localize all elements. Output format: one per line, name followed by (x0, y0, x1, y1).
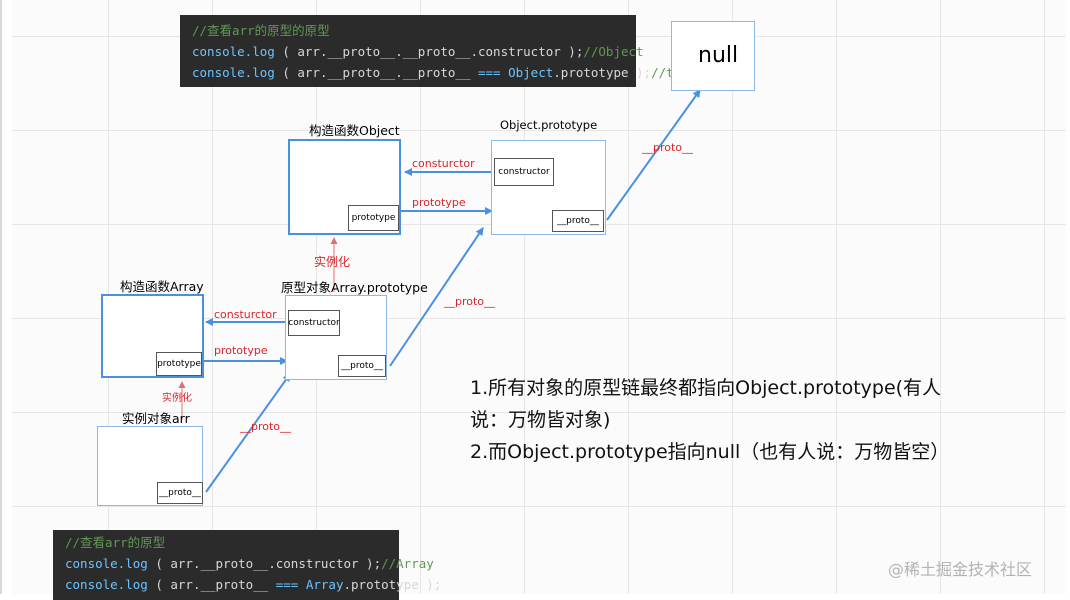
code-bottom-comment: //查看arr的原型 (65, 535, 166, 550)
code-fn: console.log (192, 44, 275, 59)
object-prototype-constructor-slot: constructor (494, 158, 554, 186)
code-fn: console.log (65, 556, 148, 571)
array-ctor-prototype-slot: prototype (156, 352, 202, 376)
code-top-comment: //查看arr的原型的原型 (192, 23, 330, 38)
code-block-top: //查看arr的原型的原型 console.log ( arr.__proto__… (180, 15, 696, 87)
arrow-object-proto-null (606, 89, 701, 221)
left-ruler (0, 0, 2, 594)
code-operator: === (275, 577, 299, 592)
object-prototype-label: Object.prototype (500, 118, 598, 132)
arrow-array-proto-object (389, 227, 484, 367)
null-label: null (698, 43, 739, 68)
watermark: @稀土掘金技术社区 (888, 560, 1033, 579)
code-top-line1: console.log ( arr.__proto__.__proto__.co… (192, 41, 644, 62)
code-arg: ( arr.__proto__ (155, 577, 276, 592)
code-bottom-line1: console.log ( arr.__proto__.constructor … (65, 553, 434, 574)
note-line-2: 说：万物皆对象) (470, 409, 611, 431)
edge-label-array-instantiate: 实例化 (162, 393, 192, 404)
object-ctor-prototype-slot: prototype (348, 205, 399, 231)
code-comment: //Array (381, 556, 434, 571)
note-line-1: 1.所有对象的原型链最终都指向Object.prototype(有人 (470, 377, 942, 399)
code-fn: console.log (65, 577, 148, 592)
code-arg: ( arr.__proto__.__proto__.constructor ); (282, 44, 584, 59)
code-object: Array (305, 577, 344, 592)
arr-instance-label: 实例对象arr (122, 411, 190, 426)
edge-label-array-constructor: consturctor (214, 308, 277, 321)
array-prototype-proto-slot: __proto__ (338, 355, 386, 377)
code-arg: .prototype ); (343, 577, 442, 592)
edge-label-object-proto-null: __proto__ (642, 141, 694, 154)
edge-label-object-prototype: prototype (412, 196, 466, 209)
code-top-line2: console.log ( arr.__proto__.__proto__ ==… (192, 62, 696, 83)
code-arg: ( arr.__proto__.__proto__ (282, 65, 478, 80)
null-box (671, 21, 755, 91)
code-object: Object (508, 65, 554, 80)
code-bottom-line2: console.log ( arr.__proto__ === Array.pr… (65, 574, 441, 595)
object-prototype-proto-slot: __proto__ (552, 210, 604, 232)
object-ctor-label: 构造函数Object (309, 123, 400, 138)
edge-label-object-constructor: consturctor (412, 157, 475, 170)
edge-label-object-instantiate: 实例化 (314, 255, 351, 269)
edge-label-array-proto-object: __proto__ (444, 295, 496, 308)
code-operator: === (478, 65, 501, 80)
edge-label-array-prototype: prototype (214, 344, 268, 357)
code-fn: console.log (192, 65, 275, 80)
arrow-arr-proto (205, 373, 291, 493)
array-prototype-label: 原型对象Array.prototype (281, 280, 428, 295)
note-line-3: 2.而Object.prototype指向null（也有人说：万物皆空） (470, 441, 950, 463)
edge-label-arr-proto: __proto__ (240, 420, 292, 433)
code-block-bottom: //查看arr的原型 console.log ( arr.__proto__.co… (53, 530, 441, 600)
explanation-notes: 1.所有对象的原型链最终都指向Object.prototype(有人 说：万物皆… (470, 372, 949, 468)
code-comment: //Object (583, 44, 644, 59)
array-ctor-label: 构造函数Array (120, 279, 204, 294)
code-arg: ( arr.__proto__.constructor ); (155, 556, 382, 571)
array-prototype-constructor-slot: constructor (288, 310, 340, 336)
arr-instance-proto-slot: __proto__ (157, 482, 203, 504)
code-arg: .prototype ); (553, 65, 652, 80)
